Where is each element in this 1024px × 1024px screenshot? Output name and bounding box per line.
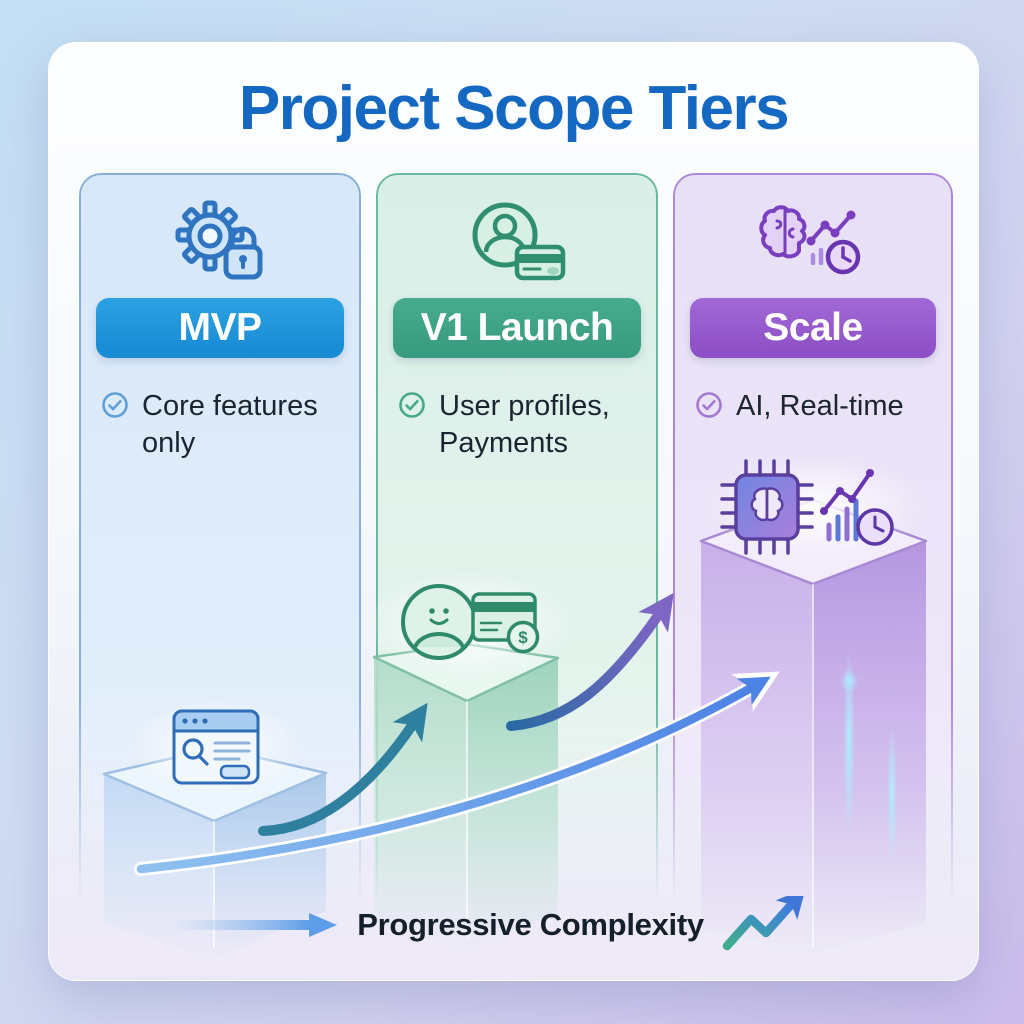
feature-line: AI, Real-time (736, 390, 904, 422)
tier-badge-mvp: MVP (96, 298, 344, 358)
infographic-panel: Project Scope Tiers (48, 42, 979, 981)
check-circle-icon (399, 392, 425, 418)
feature-line: only (142, 427, 196, 459)
check-circle-icon (696, 392, 722, 418)
progressive-complexity-caption: Progressive Complexity (25, 896, 954, 954)
tier-card-v1-launch: V1 Launch User profiles, Payments (376, 173, 658, 925)
tier-badge-v1-launch: V1 Launch (393, 298, 641, 358)
brain-analytics-clock-icon (675, 191, 951, 295)
user-credit-card-icon (378, 191, 656, 295)
tier-feature-scale: AI, Real-time (695, 388, 941, 425)
tier-card-mvp: MVP Core features only (79, 173, 361, 925)
gear-lock-icon (81, 191, 359, 295)
page-title: Project Scope Tiers (238, 74, 790, 143)
arrow-right-icon (171, 913, 338, 937)
feature-line: User profiles, (439, 390, 610, 422)
tier-feature-v1-launch: User profiles, Payments (398, 388, 646, 462)
tier-feature-mvp: Core features only (101, 388, 349, 462)
feature-line: Payments (439, 427, 568, 459)
tier-badge-scale: Scale (690, 298, 936, 358)
feature-line: Core features (142, 390, 318, 422)
trend-up-icon (722, 896, 806, 951)
footer-label: Progressive Complexity (357, 907, 704, 942)
check-circle-icon (102, 392, 128, 418)
tier-card-scale: Scale AI, Real-time (673, 173, 953, 925)
